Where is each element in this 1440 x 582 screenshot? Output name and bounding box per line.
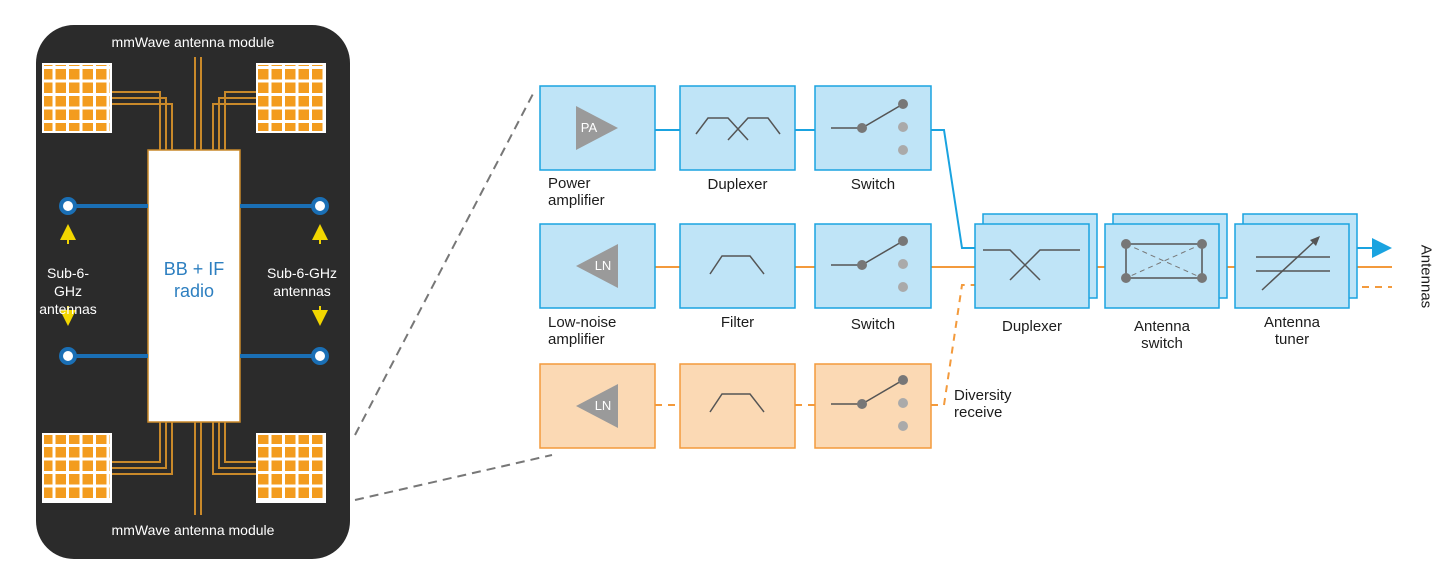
- antennas-label: Antennas: [1417, 244, 1435, 309]
- lna-icon-text: LN: [594, 258, 612, 273]
- top-module-label: mmWave antenna module: [111, 34, 275, 50]
- diversity-lna-block: [539, 363, 656, 449]
- switch2-label: Switch: [850, 316, 896, 333]
- sub6-antenna-arrows: [60, 224, 328, 326]
- mmwave-antenna-module-top-left: [42, 63, 112, 133]
- left-antenna-label: Sub-6-GHz antennas: [39, 265, 97, 317]
- duplexer-block-2: [974, 213, 1098, 309]
- tx-path-line: [655, 129, 975, 249]
- lna2-icon-text: LN: [594, 398, 612, 413]
- filter-label: Filter: [720, 314, 755, 331]
- radio-label: BB + IF radio: [163, 259, 225, 301]
- mmwave-antenna-module-bottom-left: [42, 433, 112, 503]
- pa-icon-text: PA: [580, 120, 598, 135]
- duplexer1-label: Duplexer: [707, 176, 768, 193]
- antenna-switch-label: Antenna switch: [1134, 318, 1190, 352]
- mmwave-antenna-module-top-right: [256, 63, 326, 133]
- duplexer2-label: Duplexer: [1001, 318, 1063, 335]
- antenna-tuner-block: [1234, 213, 1358, 309]
- antenna-switch-block: [1104, 213, 1228, 309]
- sub6-antenna-lines: [68, 204, 320, 358]
- switch-block-1: [814, 85, 932, 171]
- zoom-lines: [354, 89, 553, 501]
- lna-label: Low-noise amplifier: [548, 314, 617, 348]
- power-amplifier-block: [539, 85, 656, 171]
- bb-if-radio-block: [147, 149, 241, 423]
- bottom-module-label: mmWave antenna module: [111, 522, 275, 538]
- switch-block-2: [814, 223, 932, 309]
- antenna-tuner-label: Antenna tuner: [1264, 314, 1320, 348]
- diversity-label: Diversity receive: [954, 387, 1012, 421]
- low-noise-amplifier-block: [539, 223, 656, 309]
- filter-block: [679, 223, 796, 309]
- mmwave-antenna-module-bottom-right: [256, 433, 326, 503]
- pa-label: Power amplifier: [548, 175, 605, 209]
- switch1-label: Switch: [850, 176, 896, 193]
- right-antenna-label: Sub-6-GHz antennas: [266, 265, 338, 299]
- diversity-switch-block: [814, 363, 932, 449]
- duplexer-block-1: [679, 85, 796, 171]
- sub6-antenna-nodes: [59, 197, 329, 365]
- diversity-path-line: [655, 284, 1392, 406]
- antenna-traces: [112, 57, 256, 515]
- diversity-filter-block: [679, 363, 796, 449]
